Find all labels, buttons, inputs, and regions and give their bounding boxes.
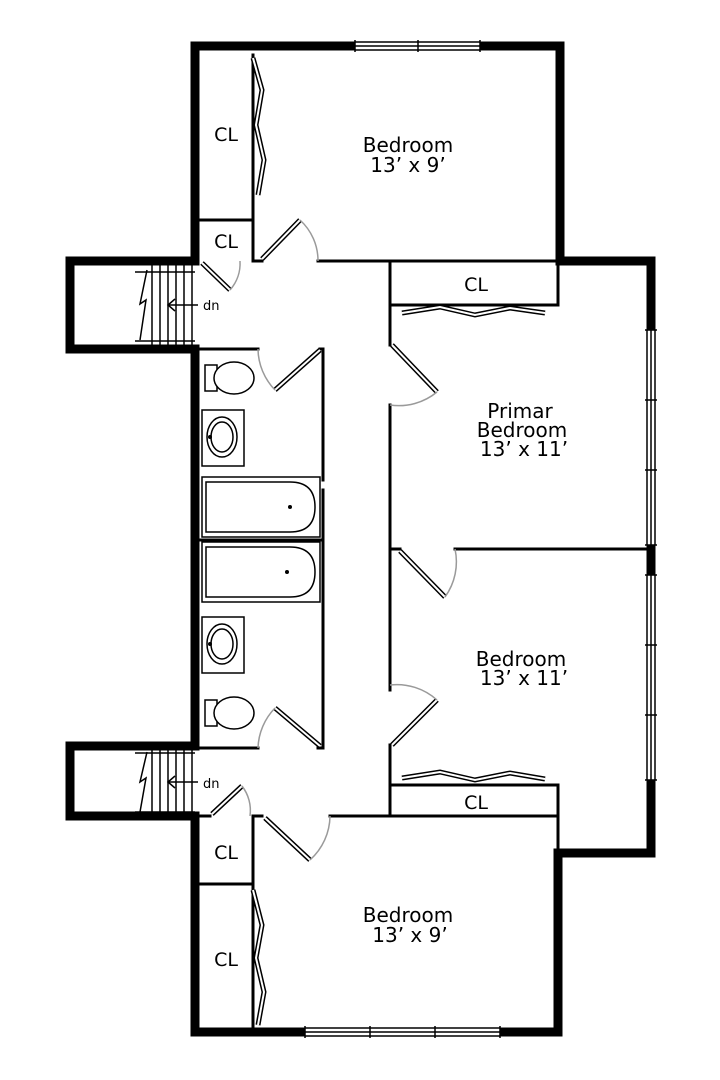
stairs-down-label-top: dn	[203, 299, 220, 314]
bathtub-icon	[201, 476, 321, 538]
toilet-icon	[204, 696, 255, 730]
room-name-bedroom-bottom: Bedroom	[363, 903, 453, 927]
closet-label-primary: CL	[464, 274, 488, 296]
window-right-upper	[645, 329, 657, 546]
window-right-lower	[645, 574, 657, 781]
swing-doors	[200, 218, 458, 862]
bifold-middle	[401, 769, 546, 783]
door-middle-bedroom-hall	[389, 683, 439, 747]
door-small-closet-bottom	[210, 784, 252, 817]
room-name-bedroom-middle: Bedroom	[476, 647, 566, 671]
sink-icon	[201, 616, 245, 674]
door-primary	[389, 343, 439, 407]
window-bottom	[304, 1026, 501, 1038]
bifold-bottom-left	[250, 889, 267, 1026]
interior-walls	[197, 53, 649, 1030]
door-bottom-bedroom	[263, 815, 331, 862]
closet-doors	[250, 57, 546, 1026]
stairs-bottom: dn	[135, 750, 220, 814]
room-name-primary-line2: Bedroom	[477, 418, 567, 442]
closet-label-top-left-large: CL	[214, 124, 238, 146]
room-size-bedroom-top: 13’ x 9’	[370, 153, 445, 177]
toilet-icon	[204, 361, 255, 395]
door-top-bedroom	[260, 218, 319, 262]
door-middle-bedroom-top	[398, 548, 458, 599]
closet-label-bottom-left-large: CL	[214, 949, 238, 971]
room-size-bedroom-bottom: 13’ x 9’	[372, 923, 447, 947]
windows	[304, 40, 657, 1038]
room-size-primary: 13’ x 11’	[480, 437, 568, 461]
exterior-walls	[65, 41, 656, 1037]
door-bath-bottom	[257, 706, 322, 749]
bathroom-top-fixtures	[201, 361, 321, 538]
room-size-bedroom-middle: 13’ x 11’	[480, 666, 568, 690]
stairs-down-label-bottom: dn	[203, 777, 220, 792]
closet-label-middle: CL	[464, 792, 488, 814]
room-labels: Bedroom 13’ x 9’ Primar Bedroom 13’ x 11…	[363, 133, 568, 947]
bifold-primary	[401, 304, 546, 318]
door-small-closet-top	[200, 260, 241, 292]
closet-label-bottom-left-small: CL	[214, 842, 238, 864]
bathtub-icon	[201, 541, 321, 603]
stairs-top: dn	[135, 265, 220, 345]
door-bath-top	[257, 348, 322, 392]
window-top	[354, 40, 481, 52]
bifold-top-left	[250, 57, 267, 196]
sink-icon	[201, 409, 245, 467]
room-name-primary-line1: Primar	[487, 399, 553, 423]
closet-labels: CL CL CL CL CL CL	[214, 124, 488, 971]
closet-label-top-left-small: CL	[214, 231, 238, 253]
bathroom-bottom-fixtures	[201, 541, 321, 730]
room-name-bedroom-top: Bedroom	[363, 133, 453, 157]
